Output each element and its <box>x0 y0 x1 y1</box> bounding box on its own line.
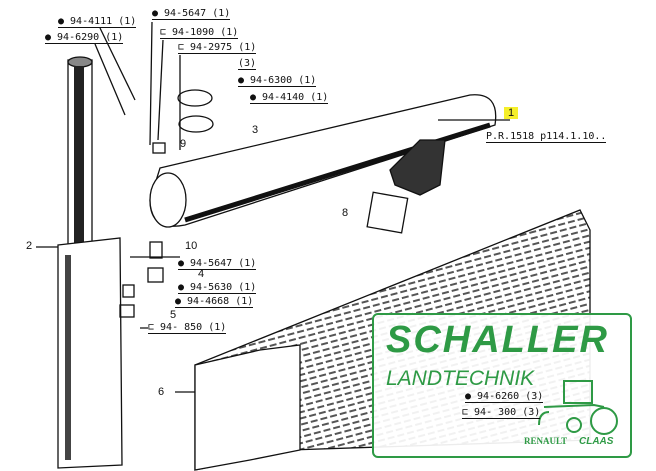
part-label: ● 94-4111 (1) <box>58 16 137 28</box>
watermark-name: SCHALLER <box>386 319 609 361</box>
callout-2: 2 <box>26 240 33 252</box>
callout-8: 8 <box>342 207 349 219</box>
part-label: ⊏ 94-1090 (1) <box>160 27 239 39</box>
part-label: (3) <box>238 58 257 70</box>
part-label: ● 94-5630 (1) <box>178 282 257 294</box>
callout-1-highlighted: 1 <box>504 107 519 119</box>
vertical-muffler <box>57 237 123 469</box>
brand-renault: RENAULT <box>524 436 568 446</box>
callout-5: 5 <box>170 309 177 321</box>
brand-claas: CLAAS <box>579 436 614 447</box>
part-label: ● 94-4140 (1) <box>250 92 329 104</box>
part-label: ● 94-5647 (1) <box>178 258 257 270</box>
callout-10: 10 <box>185 240 198 252</box>
part-label: ● 94-6290 (1) <box>45 32 124 44</box>
part-label: ● 94-6300 (1) <box>238 75 317 87</box>
part-label: ⊏ 94- 850 (1) <box>148 322 227 334</box>
callout-6: 6 <box>158 386 165 398</box>
part-label: ● 94-5647 (1) <box>152 8 231 20</box>
part-label: ⊏ 94- 300 (3) <box>462 407 541 419</box>
box-6 <box>194 344 301 471</box>
horizontal-muffler <box>149 94 497 227</box>
callout-4: 4 <box>198 268 205 280</box>
part-label: ⊏ 94-2975 (1) <box>178 42 257 54</box>
part-label: ● 94-4668 (1) <box>175 296 254 308</box>
dealer-watermark: SCHALLER LANDTECHNIK RENAULT CLAAS <box>372 313 632 458</box>
tractor-icon <box>538 380 618 435</box>
watermark-sub: LANDTECHNIK <box>386 367 535 390</box>
part-label: ● 94-6260 (3) <box>465 391 544 403</box>
reference-label: P.R.1518 p114.1.10.. <box>486 131 607 143</box>
callout-9: 9 <box>180 138 187 150</box>
callout-3: 3 <box>252 124 259 136</box>
